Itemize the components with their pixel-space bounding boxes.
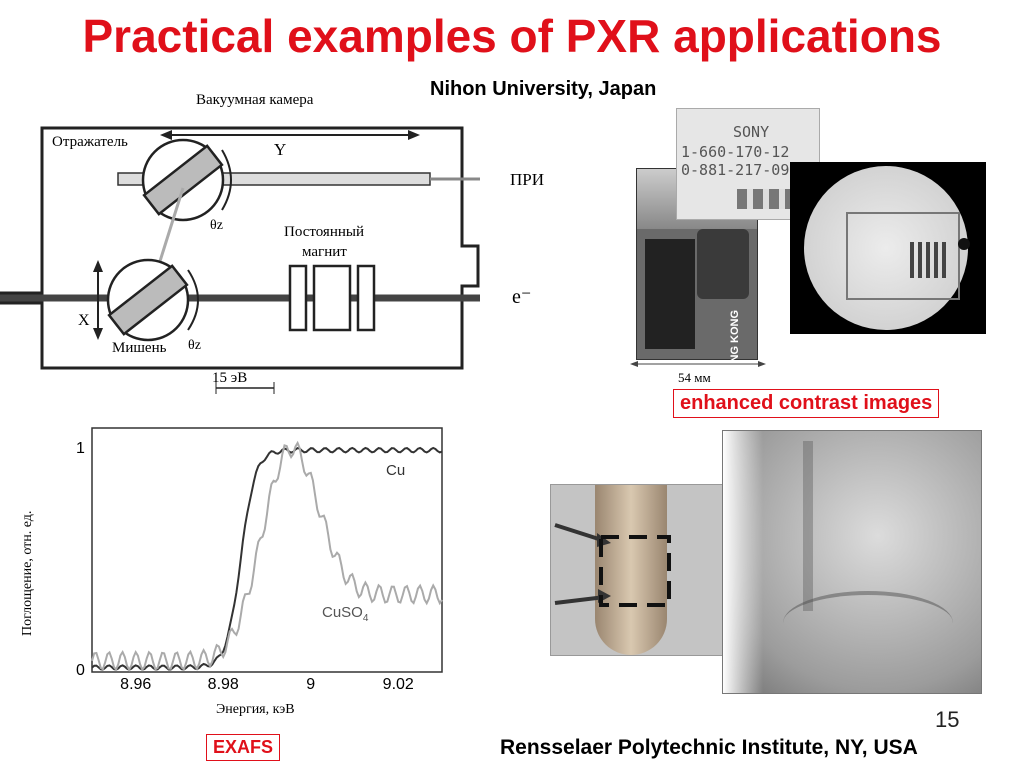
rotation-arrow-bottom	[187, 269, 199, 331]
rotation-arrow-top	[221, 149, 232, 211]
x-tick-label: 8.98	[207, 676, 239, 693]
magnet-block-3	[356, 264, 376, 332]
series-label-cu: Cu	[386, 462, 406, 479]
x-tick-label: 8.96	[120, 676, 152, 693]
sony-code-1: 1-660-170-12	[681, 143, 790, 161]
energy-scale-label: 15 эВ	[212, 370, 248, 386]
enhanced-xray-image	[722, 430, 982, 694]
reflector-label: Отражатель	[52, 134, 128, 150]
region-of-interest-box	[599, 535, 671, 607]
y-axis-title: Поглощение, отн. ед.	[20, 510, 35, 636]
sony-code-2: 0-881-217-09	[681, 161, 790, 179]
magnet-block-1	[288, 264, 308, 332]
series-line-cu	[91, 446, 443, 671]
reflector-crystal	[142, 144, 224, 216]
pointer-arrow-1	[554, 523, 606, 543]
exafs-chart	[91, 382, 443, 673]
pointer-arrow-2	[554, 595, 606, 605]
x-tick-label: 9.02	[382, 676, 414, 693]
enhanced-contrast-label: enhanced contrast images	[673, 389, 940, 418]
scale-arrow	[630, 361, 766, 367]
exafs-label: EXAFS	[206, 734, 281, 761]
y-tick-label: 0	[76, 662, 85, 679]
source-bottom-label: Rensselaer Polytechnic Institute, NY, US…	[500, 736, 918, 759]
chamber-label: Вакуумная камера	[196, 92, 314, 108]
magnet-label-line2: магнит	[302, 244, 347, 260]
magnet-block-2	[312, 264, 352, 332]
source-top-label: Nihon University, Japan	[430, 78, 657, 100]
plot-frame	[91, 427, 443, 673]
sample-photo	[550, 484, 726, 656]
pxr-output-label: ПРИ	[510, 170, 545, 189]
series-line-cuso4	[91, 440, 443, 672]
electron-label: e⁻	[512, 286, 532, 308]
x-tick-label: 9	[306, 676, 316, 693]
x-axis-title: Энергия, кэВ	[216, 702, 295, 717]
sony-text: SONY	[733, 123, 770, 141]
target-label: Мишень	[112, 340, 167, 356]
page-number: 15	[935, 707, 960, 732]
theta-bottom-label: θz	[188, 338, 201, 353]
magnet-label-line1: Постоянный	[284, 224, 364, 240]
setup-diagram	[0, 126, 480, 370]
slide-title: Practical examples of PXR applications	[82, 10, 942, 62]
xray-card-image	[790, 162, 986, 334]
x-axis-label: X	[78, 312, 90, 329]
vacuum-chamber-outline	[0, 126, 480, 370]
y-tick-label: 1	[76, 440, 85, 458]
series-label-cuso4: CuSO4	[322, 604, 369, 624]
theta-top-label: θz	[210, 218, 223, 233]
y-axis-label: Y	[274, 140, 287, 159]
scale-label: 54 мм	[678, 370, 711, 385]
target-crystal	[107, 264, 189, 336]
